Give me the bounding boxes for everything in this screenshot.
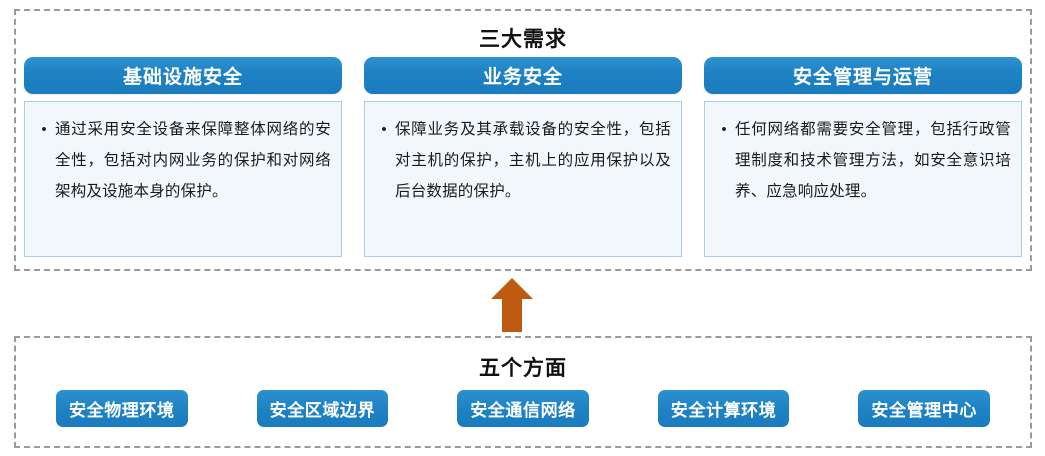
aspect-pill-communication-network[interactable]: 安全通信网络	[457, 390, 589, 427]
card-body: • 任何网络都需要安全管理，包括行政管理制度和技术管理方法，如安全意识培养、应急…	[704, 101, 1022, 257]
arrow-up-icon	[491, 278, 533, 332]
top-section-title: 三大需求	[479, 28, 567, 51]
five-aspects-section: 五个方面 安全物理环境 安全区域边界 安全通信网络 安全计算环境 安全管理中心	[14, 336, 1032, 448]
three-requirements-section: 三大需求 基础设施安全 • 通过采用安全设备来保障整体网络的安全性，包括对内网业…	[14, 9, 1032, 271]
card-body-text: 保障业务及其承载设备的安全性，包括对主机的保护，主机上的应用保护以及后台数据的保…	[395, 121, 671, 200]
aspect-pill-computing-environment[interactable]: 安全计算环境	[657, 390, 790, 427]
requirement-card: 基础设施安全 • 通过采用安全设备来保障整体网络的安全性，包括对内网业务的保护和…	[24, 57, 342, 257]
requirement-cards-row: 基础设施安全 • 通过采用安全设备来保障整体网络的安全性，包括对内网业务的保护和…	[24, 57, 1022, 257]
bullet-point-icon: •	[41, 121, 47, 138]
bottom-section-title: 五个方面	[479, 357, 567, 380]
card-body-text: 任何网络都需要安全管理，包括行政管理制度和技术管理方法，如安全意识培养、应急响应…	[735, 121, 1011, 200]
requirement-card: 业务安全 • 保障业务及其承载设备的安全性，包括对主机的保护，主机上的应用保护以…	[364, 57, 682, 257]
aspect-pill-zone-boundary[interactable]: 安全区域边界	[256, 390, 389, 427]
requirement-card: 安全管理与运营 • 任何网络都需要安全管理，包括行政管理制度和技术管理方法，如安…	[704, 57, 1022, 257]
card-header-infrastructure-security[interactable]: 基础设施安全	[24, 57, 342, 94]
bullet-point-icon: •	[721, 121, 727, 138]
card-header-business-security[interactable]: 业务安全	[364, 57, 682, 94]
card-body: • 保障业务及其承载设备的安全性，包括对主机的保护，主机上的应用保护以及后台数据…	[364, 101, 682, 257]
card-body: • 通过采用安全设备来保障整体网络的安全性，包括对内网业务的保护和对网络架构及设…	[24, 101, 342, 257]
aspect-pills-row: 安全物理环境 安全区域边界 安全通信网络 安全计算环境 安全管理中心	[56, 390, 990, 427]
card-body-text: 通过采用安全设备来保障整体网络的安全性，包括对内网业务的保护和对网络架构及设施本…	[55, 121, 331, 200]
bullet-point-icon: •	[381, 121, 387, 138]
aspect-pill-physical-environment[interactable]: 安全物理环境	[56, 390, 188, 427]
aspect-pill-management-center[interactable]: 安全管理中心	[858, 390, 990, 427]
card-header-security-management-operations[interactable]: 安全管理与运营	[704, 57, 1022, 94]
